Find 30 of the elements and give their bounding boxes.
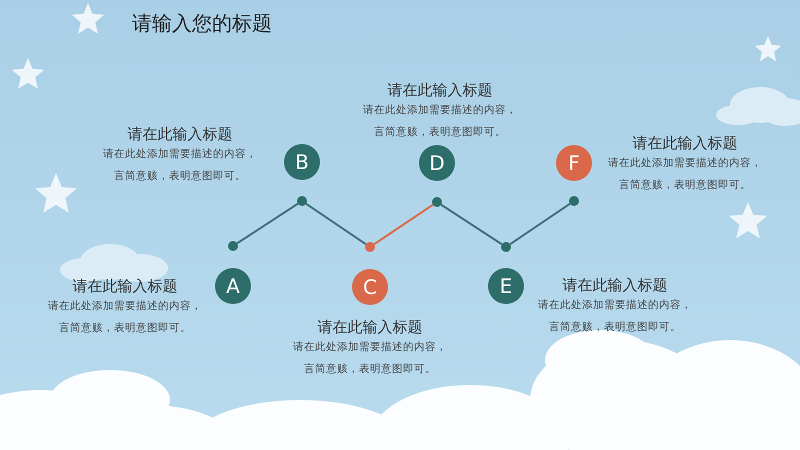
letter-circle: B bbox=[284, 144, 320, 180]
connector-line bbox=[510, 202, 570, 246]
item-heading: 请在此输入标题 bbox=[72, 277, 178, 296]
timeline-dot bbox=[432, 197, 442, 207]
item-description: 请在此处添加需要描述的内容，言简意赅，表明意图即可。 bbox=[47, 299, 203, 336]
item-description: 请在此处添加需要描述的内容，言简意赅，表明意图即可。 bbox=[292, 340, 448, 377]
letter-circle: C bbox=[352, 269, 388, 305]
item-heading: 请在此输入标题 bbox=[128, 125, 232, 144]
timeline-dot bbox=[228, 241, 238, 251]
item-heading: 请在此输入标题 bbox=[388, 81, 492, 100]
connector-line bbox=[306, 202, 366, 246]
letter-circle: D bbox=[419, 145, 455, 181]
item-heading: 请在此输入标题 bbox=[318, 318, 422, 337]
timeline-dot bbox=[365, 242, 375, 252]
item-heading: 请在此输入标题 bbox=[562, 276, 668, 295]
item-description: 请在此处添加需要描述的内容，言简意赅，表明意图即可。 bbox=[362, 103, 518, 140]
letter-circle: A bbox=[215, 268, 251, 304]
timeline-dot bbox=[297, 196, 307, 206]
item-description: 请在此处添加需要描述的内容，言简意赅，表明意图即可。 bbox=[607, 156, 763, 193]
letter-circle: E bbox=[488, 268, 524, 304]
letter-circle: F bbox=[556, 145, 592, 181]
item-heading: 请在此输入标题 bbox=[632, 134, 738, 153]
connector-line bbox=[236, 202, 298, 244]
slide-title: 请输入您的标题 bbox=[132, 10, 272, 37]
item-description: 请在此处添加需要描述的内容，言简意赅，表明意图即可。 bbox=[537, 298, 693, 335]
timeline-dot bbox=[501, 242, 511, 252]
connector-line bbox=[440, 204, 502, 246]
connector-line bbox=[374, 204, 434, 246]
timeline-dot bbox=[569, 196, 579, 206]
item-description: 请在此处添加需要描述的内容，言简意赅，表明意图即可。 bbox=[102, 147, 258, 184]
